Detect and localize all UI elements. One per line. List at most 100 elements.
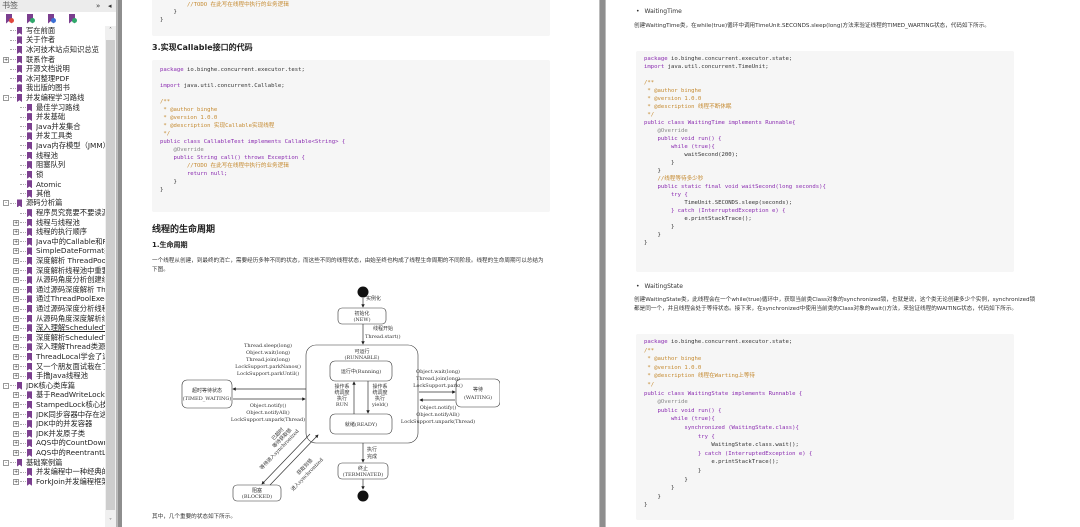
bookmark-label[interactable]: 关于作者 bbox=[26, 35, 56, 45]
expand-icon[interactable]: + bbox=[13, 334, 19, 341]
bookmark-label[interactable]: 从源码角度分析创建线 bbox=[36, 275, 105, 285]
bookmark-item[interactable]: Java并发集合 bbox=[0, 122, 105, 132]
bookmark-item[interactable]: +从源码角度深度解析线 bbox=[0, 314, 105, 324]
collapse-icon[interactable]: - bbox=[3, 382, 9, 389]
bookmark-item[interactable]: 冰河整理PDF bbox=[0, 74, 105, 84]
bookmark-scrollbar[interactable]: ˄ ˅ bbox=[105, 26, 116, 527]
expand-icon[interactable]: + bbox=[13, 353, 19, 360]
expand-icon[interactable]: + bbox=[13, 421, 19, 428]
bookmark-label[interactable]: 冰河技术站点知识总览 bbox=[26, 44, 99, 54]
bookmark-label[interactable]: 线程与线程池 bbox=[36, 217, 80, 227]
bookmark-item[interactable]: + 深度解析线程池中重要 bbox=[0, 266, 105, 276]
bookmark-label[interactable]: 通过ThreadPoolExecut bbox=[36, 294, 105, 304]
expand-icon[interactable]: + bbox=[13, 248, 19, 255]
bookmark-item[interactable]: + 通过源码深度分析线程 bbox=[0, 304, 105, 314]
bookmark-item[interactable]: +并发编程中一种经典的 bbox=[0, 467, 105, 477]
bookmark-item[interactable]: +Java中的Callable和Futu bbox=[0, 237, 105, 247]
bookmark-label[interactable]: 冰河整理PDF bbox=[26, 73, 70, 83]
expand-icon[interactable]: + bbox=[13, 267, 19, 274]
bookmark-item[interactable]: +StampedLock核心技术 bbox=[0, 400, 105, 410]
bookmark-item[interactable]: - JDK核心类库篇 bbox=[0, 381, 105, 391]
bookmark-label[interactable]: 锁 bbox=[36, 169, 44, 179]
bookmark-label[interactable]: JDK同步容器中存在这 bbox=[36, 409, 105, 419]
expand-icon[interactable]: + bbox=[13, 440, 19, 447]
bookmark-label[interactable]: 阻塞队列 bbox=[36, 160, 66, 170]
bookmark-label[interactable]: 并发编程中一种经典的 bbox=[36, 467, 105, 477]
expand-icon[interactable]: + bbox=[13, 401, 19, 408]
bookmark-item[interactable]: + 从源码角度分析创建线 bbox=[0, 275, 105, 285]
bookmark-label[interactable]: ForkJoin并发编程框架 bbox=[36, 476, 105, 486]
expand-icon[interactable]: + bbox=[13, 306, 19, 313]
bookmark-item[interactable]: +AQS中的ReentrantLoc bbox=[0, 448, 105, 458]
expand-icon[interactable]: + bbox=[13, 296, 19, 303]
bookmark-label[interactable]: ThreadLocal学会了这些 bbox=[36, 351, 105, 361]
expand-icon[interactable]: + bbox=[13, 430, 19, 437]
bookmark-label[interactable]: JDK中的并发容器 bbox=[36, 419, 93, 429]
scrollbar-thumb[interactable] bbox=[106, 40, 115, 510]
bookmark-label[interactable]: 深度解析线程池中重要 bbox=[36, 265, 105, 275]
bookmark-item[interactable]: + SimpleDateFormat类的 bbox=[0, 246, 105, 257]
bookmark-item[interactable]: +手撸Java线程池 bbox=[0, 371, 105, 381]
bookmark-search-icon[interactable] bbox=[69, 13, 77, 24]
expand-icon[interactable]: + bbox=[13, 238, 19, 245]
bookmark-label[interactable]: 最佳学习路线 bbox=[36, 102, 80, 112]
bookmark-label[interactable]: 开源文档说明 bbox=[26, 64, 70, 74]
bookmark-label[interactable]: 深入理解ScheduledThr bbox=[36, 323, 105, 333]
scroll-down-icon[interactable]: ˅ bbox=[109, 518, 112, 525]
bookmark-item[interactable]: +基于ReadWriteLock开发 bbox=[0, 390, 105, 401]
bookmark-label[interactable]: Java并发集合 bbox=[36, 121, 81, 131]
bookmark-item[interactable]: 程序员究竟要不要读源 bbox=[0, 208, 105, 218]
bookmark-item[interactable]: + 通过源码深度解析 Thre bbox=[0, 285, 105, 295]
bookmark-label[interactable]: 手撸Java线程池 bbox=[36, 371, 88, 381]
bookmark-item[interactable]: 其他 bbox=[0, 189, 105, 199]
bookmark-label[interactable]: Atomic bbox=[36, 179, 62, 189]
bookmark-label[interactable]: 线程池 bbox=[36, 150, 58, 160]
bookmark-item[interactable]: +JDK并发原子类 bbox=[0, 429, 105, 439]
bookmark-item[interactable]: +又一个朋友面试栽在了 bbox=[0, 362, 105, 372]
expand-icon[interactable]: + bbox=[13, 258, 19, 265]
bookmark-item[interactable]: + 通过ThreadPoolExecut bbox=[0, 294, 105, 305]
bookmark-label[interactable]: 又一个朋友面试栽在了 bbox=[36, 361, 105, 371]
bookmark-item[interactable]: +深度解析ScheduledThr bbox=[0, 333, 105, 343]
bookmark-item[interactable]: 并发工具类 bbox=[0, 131, 105, 142]
expand-icon[interactable]: + bbox=[13, 449, 19, 456]
expand-icon[interactable]: + bbox=[13, 277, 19, 284]
bookmark-label[interactable]: 基于ReadWriteLock开发 bbox=[36, 390, 105, 400]
bookmark-item[interactable]: - 源码分析篇 bbox=[0, 198, 105, 209]
expand-icon[interactable]: + bbox=[13, 315, 19, 322]
collapse-panel-icon[interactable]: ◂ bbox=[108, 2, 112, 10]
panel-options-icon[interactable]: » bbox=[96, 2, 101, 10]
bookmark-item[interactable]: 关于作者 bbox=[0, 35, 105, 46]
expand-icon[interactable]: + bbox=[13, 219, 19, 226]
bookmark-label[interactable]: Java内存模型（JMM） bbox=[36, 140, 105, 150]
collapse-icon[interactable]: - bbox=[3, 200, 9, 207]
bookmark-item[interactable]: 我出版的图书 bbox=[0, 83, 105, 94]
bookmark-item[interactable]: + 深入理解ScheduledThr bbox=[0, 323, 105, 333]
bookmark-label[interactable]: 源码分析篇 bbox=[26, 198, 63, 208]
bookmark-item[interactable]: +深度解析 ThreadPoolEx bbox=[0, 256, 105, 266]
bookmark-item[interactable]: + JDK中的并发容器 bbox=[0, 419, 105, 429]
bookmark-label[interactable]: 深入理解Thread类源码 bbox=[36, 342, 105, 352]
bookmark-item[interactable]: + 联系作者 bbox=[0, 55, 105, 65]
collapse-icon[interactable]: - bbox=[3, 94, 9, 101]
bookmark-item[interactable]: + ThreadLocal学会了这些 bbox=[0, 352, 105, 362]
bookmark-label[interactable]: AQS中的CountDownLa bbox=[36, 438, 105, 448]
bookmark-item[interactable]: 阻塞队列 bbox=[0, 160, 105, 170]
bookmark-label[interactable]: 通过源码深度分析线程 bbox=[36, 304, 105, 314]
expand-icon[interactable]: + bbox=[3, 56, 9, 63]
expand-icon[interactable]: + bbox=[13, 229, 19, 236]
bookmark-item[interactable]: 并发基础 bbox=[0, 112, 105, 122]
scroll-up-icon[interactable]: ˄ bbox=[109, 27, 112, 34]
bookmark-label[interactable]: JDK核心类库篇 bbox=[26, 380, 76, 390]
bookmark-item[interactable]: -并发编程学习路线 bbox=[0, 93, 105, 103]
bookmark-label[interactable]: 我出版的图书 bbox=[26, 83, 70, 93]
bookmark-delete-icon[interactable] bbox=[6, 13, 14, 24]
bookmark-item[interactable]: Java内存模型（JMM） bbox=[0, 141, 105, 151]
bookmark-item[interactable]: Atomic bbox=[0, 180, 105, 190]
bookmark-label[interactable]: 通过源码深度解析 Thre bbox=[36, 284, 105, 294]
expand-icon[interactable]: + bbox=[13, 286, 19, 293]
bookmark-item[interactable]: 线程池 bbox=[0, 151, 105, 161]
bookmark-label[interactable]: 联系作者 bbox=[26, 54, 56, 64]
expand-icon[interactable]: + bbox=[13, 325, 19, 332]
bookmark-label[interactable]: SimpleDateFormat类的 bbox=[36, 246, 105, 256]
